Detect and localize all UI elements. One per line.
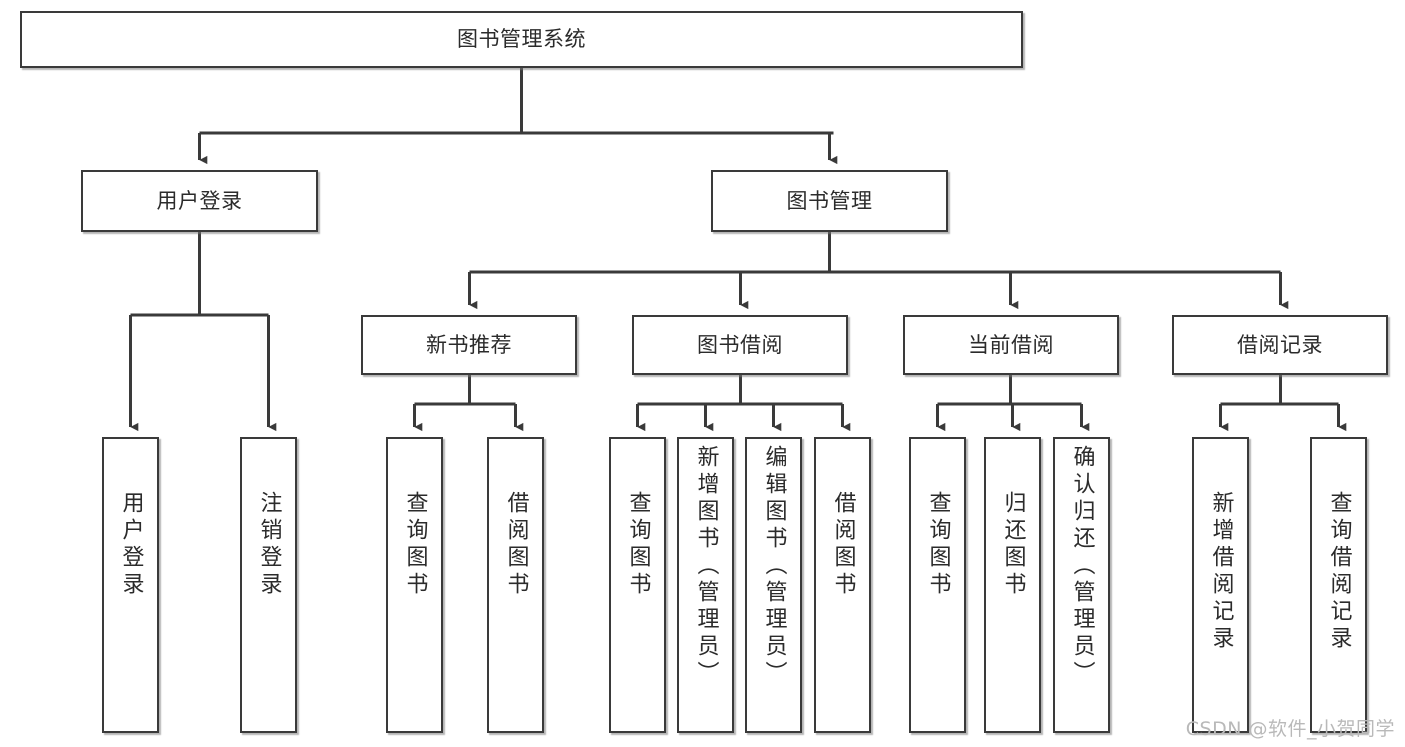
node-root[interactable]: 图书管理系统	[20, 11, 1023, 68]
leaf-query-book-1[interactable]: 查询图书	[386, 437, 443, 733]
leaf-borrow-book-1[interactable]: 借阅图书	[487, 437, 544, 733]
leaf-query-book-3[interactable]: 查询图书	[909, 437, 966, 733]
leaf-add-record-label: 新增借阅记录	[1208, 491, 1234, 653]
leaf-user-login-label: 用户登录	[118, 491, 144, 599]
leaf-borrow-book-2[interactable]: 借阅图书	[814, 437, 871, 733]
leaf-query-book-2[interactable]: 查询图书	[609, 437, 666, 733]
leaf-add-record[interactable]: 新增借阅记录	[1192, 437, 1249, 733]
node-book-borrow[interactable]: 图书借阅	[632, 315, 848, 375]
node-current-borrow-label: 当前借阅	[968, 332, 1054, 357]
leaf-borrow-book-1-label: 借阅图书	[503, 491, 529, 599]
leaf-query-record[interactable]: 查询借阅记录	[1310, 437, 1367, 733]
leaf-confirm-return[interactable]: 确认归还（管理员）	[1053, 437, 1110, 733]
node-book-manage[interactable]: 图书管理	[711, 170, 948, 232]
leaf-query-record-label: 查询借阅记录	[1326, 491, 1352, 653]
leaf-edit-book-label: 编辑图书（管理员）	[761, 445, 787, 688]
node-user-login-label: 用户登录	[156, 188, 243, 213]
node-borrow-record[interactable]: 借阅记录	[1172, 315, 1388, 375]
watermark-text: CSDN @软件_小贺同学	[1185, 718, 1395, 740]
leaf-logout[interactable]: 注销登录	[240, 437, 297, 733]
node-book-manage-label: 图书管理	[786, 188, 873, 213]
leaf-borrow-book-2-label: 借阅图书	[830, 491, 856, 599]
leaf-confirm-return-label: 确认归还（管理员）	[1069, 445, 1095, 688]
leaf-return-book[interactable]: 归还图书	[984, 437, 1041, 733]
node-book-borrow-label: 图书借阅	[697, 332, 783, 357]
leaf-user-login[interactable]: 用户登录	[102, 437, 159, 733]
node-current-borrow[interactable]: 当前借阅	[903, 315, 1119, 375]
node-user-login[interactable]: 用户登录	[81, 170, 318, 232]
leaf-add-book-label: 新增图书（管理员）	[693, 445, 719, 688]
node-borrow-record-label: 借阅记录	[1237, 332, 1323, 357]
leaf-edit-book[interactable]: 编辑图书（管理员）	[745, 437, 802, 733]
leaf-add-book[interactable]: 新增图书（管理员）	[677, 437, 734, 733]
node-new-book-rec[interactable]: 新书推荐	[361, 315, 577, 375]
leaf-logout-label: 注销登录	[256, 491, 282, 599]
node-root-label: 图书管理系统	[457, 27, 586, 52]
node-new-book-rec-label: 新书推荐	[426, 332, 512, 357]
leaf-query-book-1-label: 查询图书	[402, 491, 428, 599]
leaf-query-book-3-label: 查询图书	[925, 491, 951, 599]
leaf-return-book-label: 归还图书	[1000, 491, 1026, 599]
leaf-query-book-2-label: 查询图书	[625, 491, 651, 599]
